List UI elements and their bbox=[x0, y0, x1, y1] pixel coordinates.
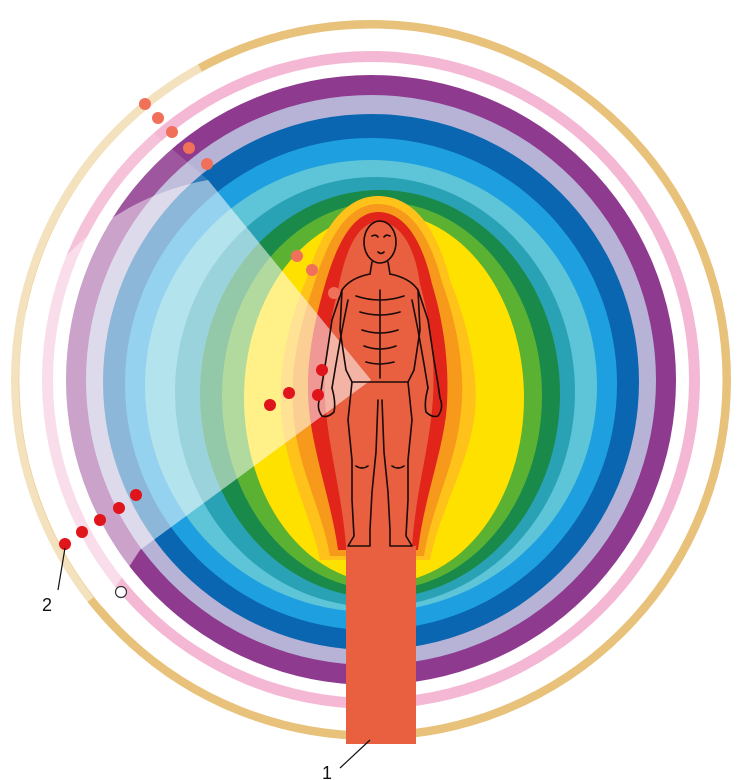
marker-dot bbox=[312, 389, 324, 401]
marker-dot bbox=[130, 489, 142, 501]
label-1: 1 bbox=[322, 763, 332, 780]
marker-dot bbox=[152, 112, 164, 124]
label-2: 2 bbox=[42, 595, 52, 615]
marker-dot bbox=[328, 287, 340, 299]
marker-dot bbox=[316, 364, 328, 376]
marker-hollow bbox=[116, 587, 127, 598]
marker-dot bbox=[94, 514, 106, 526]
marker-dot bbox=[264, 399, 276, 411]
marker-dot bbox=[139, 98, 151, 110]
marker-dot bbox=[291, 250, 303, 262]
marker-dot bbox=[113, 502, 125, 514]
marker-dot bbox=[283, 387, 295, 399]
marker-dot bbox=[183, 142, 195, 154]
leader-line-1 bbox=[340, 740, 370, 768]
marker-dot bbox=[76, 526, 88, 538]
marker-dot bbox=[201, 158, 213, 170]
body-pillar bbox=[346, 546, 416, 744]
marker-dot bbox=[166, 126, 178, 138]
marker-dot bbox=[306, 264, 318, 276]
